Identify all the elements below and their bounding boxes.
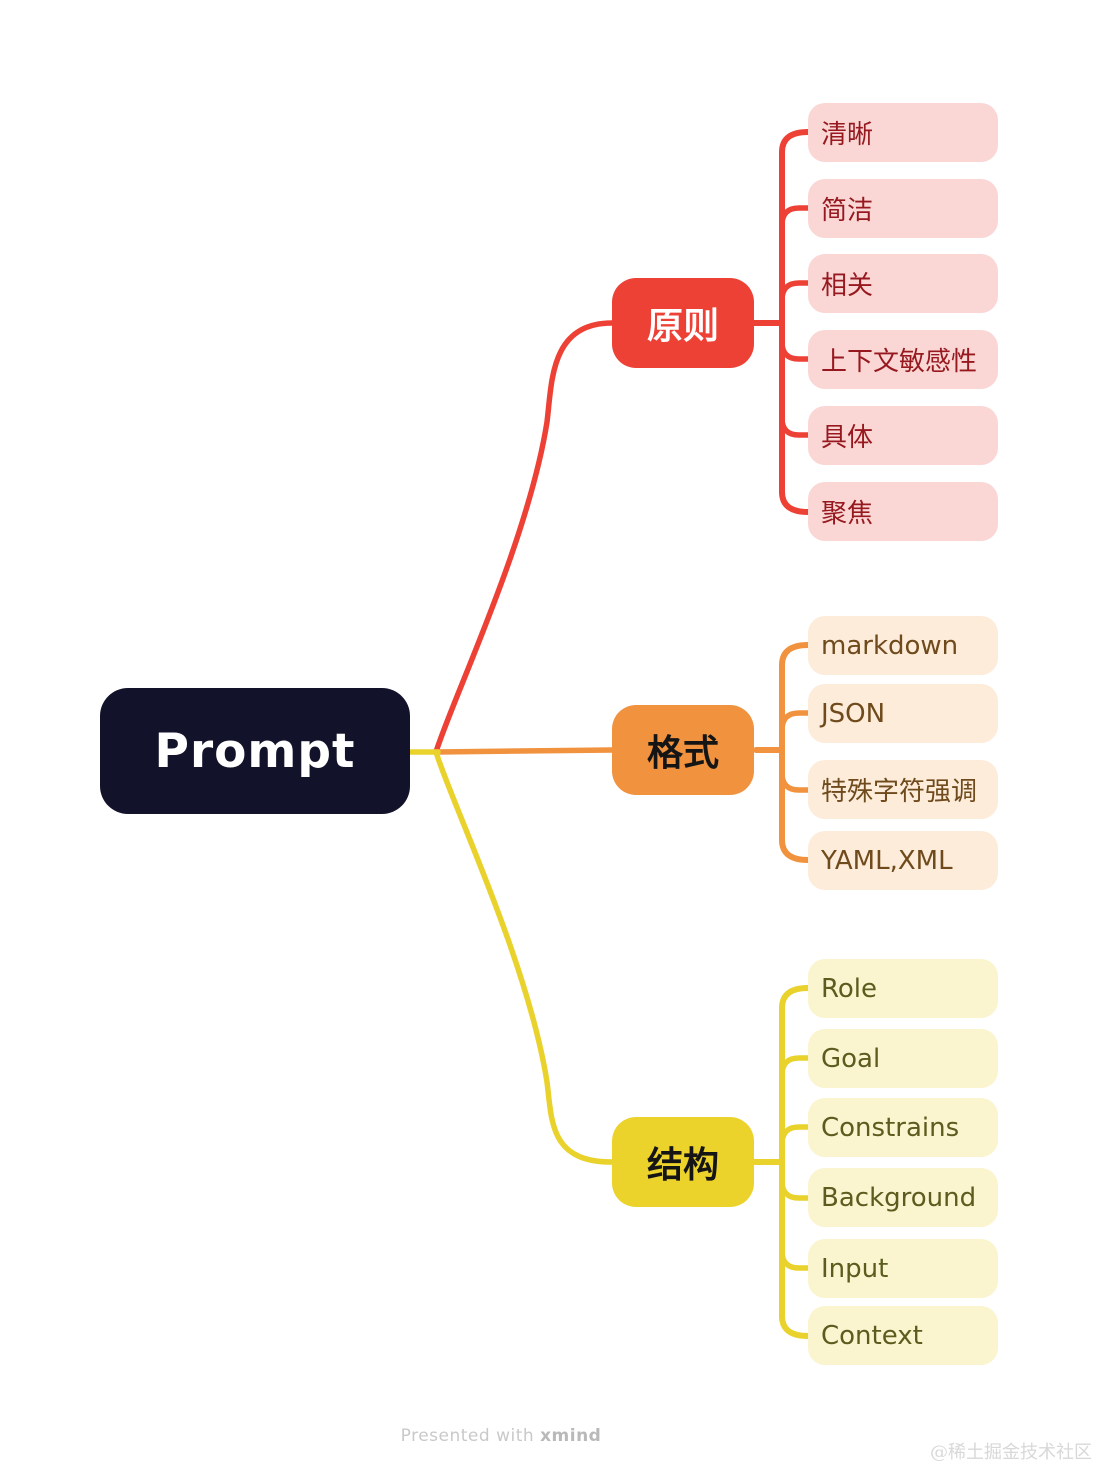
community-watermark: @稀土掘金技术社区 xyxy=(930,1442,1092,1463)
child-topic-principles-2[interactable]: 相关 xyxy=(808,254,998,313)
branch-topic-format[interactable]: 格式 xyxy=(612,705,754,795)
connector-principles-child-1 xyxy=(779,205,811,228)
connector-structure-child-3 xyxy=(779,1178,811,1201)
child-topic-format-0[interactable]: markdown xyxy=(808,616,998,675)
connector-principles-trunk xyxy=(747,129,811,515)
child-topic-principles-3[interactable]: 上下文敏感性 xyxy=(808,330,998,389)
branch-topic-principles[interactable]: 原则 xyxy=(612,278,754,368)
connector-structure-child-1 xyxy=(779,1055,811,1078)
connector-format-child-2 xyxy=(779,770,811,793)
child-topic-structure-1[interactable]: Goal xyxy=(808,1029,998,1088)
root-topic-prompt[interactable]: Prompt xyxy=(100,688,410,814)
child-topic-format-1[interactable]: JSON xyxy=(808,684,998,743)
child-topic-principles-4[interactable]: 具体 xyxy=(808,406,998,465)
child-topic-principles-0[interactable]: 清晰 xyxy=(808,103,998,162)
connector-root-format xyxy=(433,747,615,755)
connector-root-structure xyxy=(405,749,615,1165)
presented-with-text: Presented with xyxy=(400,1426,541,1446)
presented-with-label: Presented with xmind xyxy=(0,1426,1002,1446)
child-topic-structure-5[interactable]: Context xyxy=(808,1306,998,1365)
connector-root-principles xyxy=(433,320,615,755)
child-topic-principles-1[interactable]: 简洁 xyxy=(808,179,998,238)
connector-format-trunk xyxy=(753,642,811,863)
child-topic-structure-0[interactable]: Role xyxy=(808,959,998,1018)
connector-structure-child-2 xyxy=(779,1124,811,1147)
branch-topic-structure[interactable]: 结构 xyxy=(612,1117,754,1207)
child-topic-structure-2[interactable]: Constrains xyxy=(808,1098,998,1157)
child-topic-structure-4[interactable]: Input xyxy=(808,1239,998,1298)
connector-structure-trunk xyxy=(750,985,811,1339)
connector-structure-child-4 xyxy=(779,1248,811,1271)
connector-format-child-1 xyxy=(779,710,811,733)
child-topic-structure-3[interactable]: Background xyxy=(808,1168,998,1227)
connector-principles-child-3 xyxy=(779,339,811,362)
connector-principles-child-2 xyxy=(779,280,811,303)
connector-principles-child-4 xyxy=(779,415,811,438)
child-topic-principles-5[interactable]: 聚焦 xyxy=(808,482,998,541)
child-topic-format-2[interactable]: 特殊字符强调 xyxy=(808,760,998,819)
xmind-brand-text: xmind xyxy=(540,1426,602,1446)
child-topic-format-3[interactable]: YAML,XML xyxy=(808,831,998,890)
